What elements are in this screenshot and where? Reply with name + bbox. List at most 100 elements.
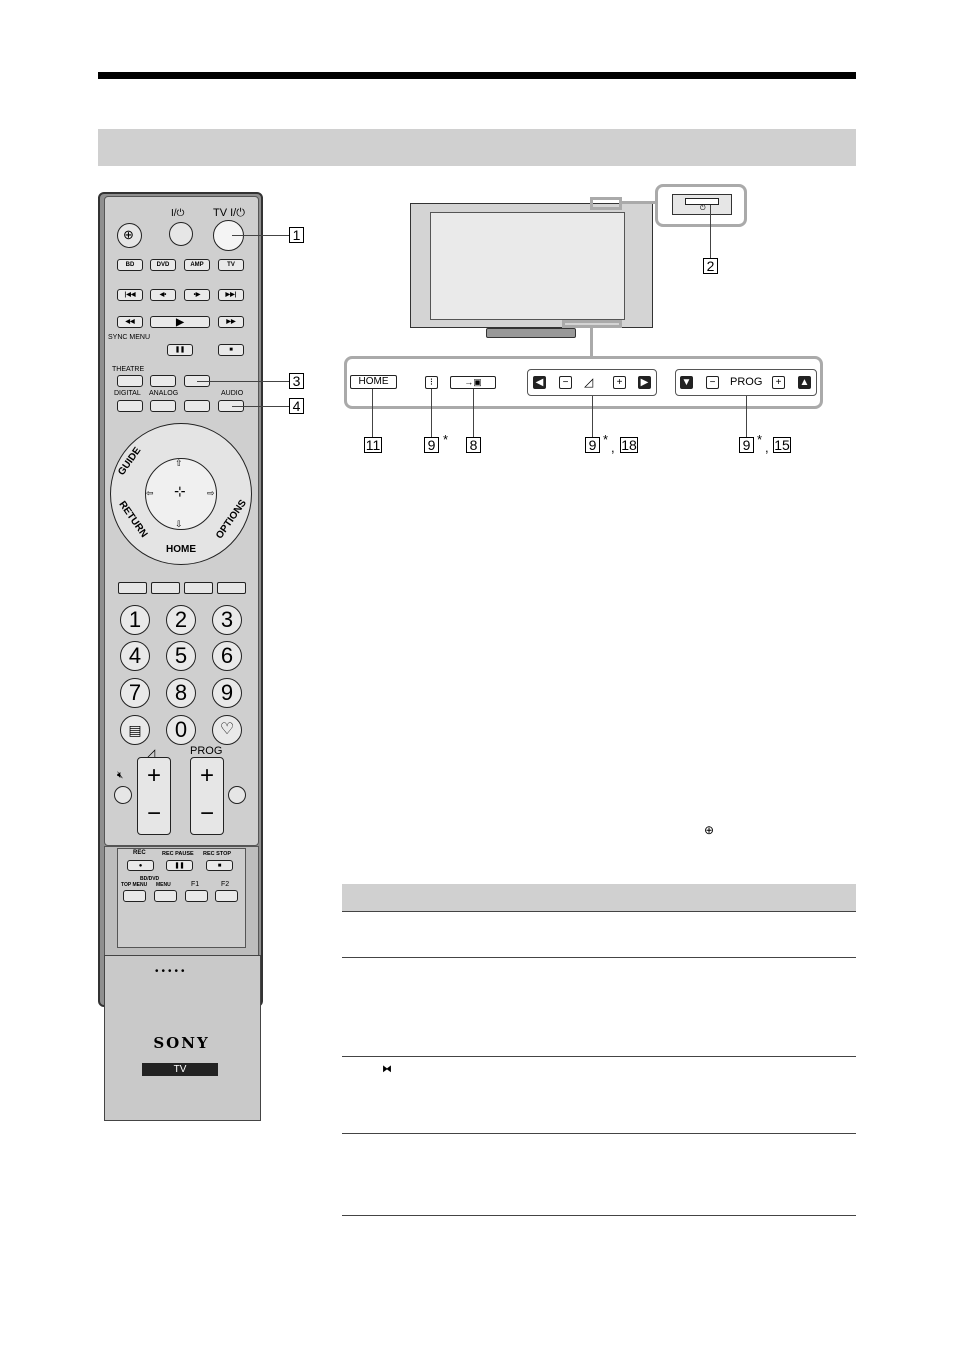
menu-button[interactable] [154,890,177,902]
pause-icon: ❚❚ [174,347,186,353]
leader-line-11 [372,389,373,437]
text-button[interactable]: ▤ [120,715,150,745]
top-menu-button[interactable] [123,890,146,902]
number-7-button[interactable]: 7 [120,678,150,708]
rewind-icon: ◀◀ [125,319,135,325]
table-header [342,884,856,911]
number-9-button[interactable]: 9 [212,678,242,708]
mute-button[interactable] [114,786,132,804]
next-chapter-button[interactable]: ▶▶| [218,289,244,301]
pause-button[interactable]: ❚❚ [167,344,193,356]
number-0-button[interactable]: 0 [166,715,196,745]
number-6-button[interactable]: 6 [212,641,242,671]
callout-4: 4 [289,398,304,414]
advance-button[interactable]: •▶ [184,289,210,301]
top-menu-label: TOP MENU [121,882,148,888]
source-tv-button[interactable]: TV [218,259,244,271]
tv-wide-button[interactable]: ⁝ [425,376,438,389]
number-4-button[interactable]: 4 [120,641,150,671]
table-row-divider [342,911,856,912]
skip-forward-icon: ▶▶| [225,292,237,298]
yellow-button[interactable] [184,582,213,594]
up-arrow-icon[interactable]: ⇧ [175,458,183,468]
sync-menu-label: SYNC MENU [108,334,151,341]
enter-button[interactable]: ⊹ [145,458,217,530]
leader-line-8 [473,389,474,437]
tv-power-label: TV I/⏻ [213,207,245,219]
rec-button[interactable]: ● [127,860,154,871]
number-5-button[interactable]: 5 [166,641,196,671]
rec-label: REC [133,850,146,856]
number-8-button[interactable]: 8 [166,678,196,708]
digital-button[interactable] [117,400,143,412]
number-3-button[interactable]: 3 [212,605,242,635]
power-button[interactable] [169,222,193,246]
replay-button[interactable]: ◀• [150,289,176,301]
f1-button[interactable] [185,890,208,902]
rec-pause-button[interactable]: ❚❚ [166,860,193,871]
tv-up-button[interactable]: ▲ [798,376,811,389]
table-row-divider [342,957,856,958]
callout-18: 18 [620,437,638,453]
pause-icon: ❚❚ [174,863,185,869]
down-arrow-icon[interactable]: ⇩ [175,519,183,529]
number-1-button[interactable]: 1 [120,605,150,635]
table-row-divider [342,1215,856,1216]
rewind-button[interactable]: ◀◀ [117,316,143,328]
fast-forward-button[interactable]: ▶▶ [218,316,244,328]
asterisk-9b: * [603,432,609,447]
stop-button[interactable]: ■ [218,344,244,356]
tv-vol-minus-button[interactable]: − [559,376,572,389]
home-button[interactable]: HOME [166,544,196,555]
play-button[interactable]: ▶ [150,316,210,328]
volume-rocker[interactable]: +− [137,757,171,835]
prog-key-group [675,369,817,396]
green-button[interactable] [151,582,180,594]
picture-mode-button[interactable] [150,375,176,387]
volume-icon: ◿ [146,746,156,760]
prev-chapter-button[interactable]: |◀◀ [117,289,143,301]
sony-logo: SONY [153,1034,210,1052]
callout-9b: 9 [585,437,600,453]
left-arrow-icon[interactable]: ⇦ [146,488,154,498]
tv-left-button[interactable]: ◀ [533,376,546,389]
number-2-button[interactable]: 2 [166,605,196,635]
f2-button[interactable] [215,890,238,902]
tv-prog-plus-button[interactable]: + [772,376,785,389]
theatre-button[interactable] [117,375,143,387]
stop-icon: ■ [217,863,222,869]
prog-label: PROG [190,745,223,757]
input-select-button[interactable]: ⊕ [117,223,142,248]
tv-power-switch[interactable] [685,198,719,205]
jump-button[interactable] [228,786,246,804]
rec-stop-button[interactable]: ■ [206,860,233,871]
source-bd-button[interactable]: BD [117,259,143,271]
rec-stop-label: REC STOP [203,851,232,857]
source-amp-button[interactable]: AMP [184,259,210,271]
bd-dvd-label: BD/DVD [140,876,160,882]
analog-label: ANALOG [149,390,179,397]
comma-9c: , [765,440,769,455]
leader-line-1 [232,235,289,236]
asterisk-9c: * [757,432,763,447]
tv-vol-plus-button[interactable]: + [613,376,626,389]
blue-button[interactable] [217,582,246,594]
remote-slide-cover[interactable] [104,955,261,1121]
source-dvd-button[interactable]: DVD [150,259,176,271]
favourites-button[interactable]: ♡ [212,715,242,745]
subtitle-button[interactable] [184,400,210,412]
tv-down-button[interactable]: ▼ [680,376,693,389]
skip-back-icon: |◀◀ [124,292,136,298]
tv-right-button[interactable]: ▶ [638,376,651,389]
record-icon: ● [138,863,143,869]
tv-input-button[interactable]: →▣ [450,376,496,389]
tv-prog-minus-button[interactable]: − [706,376,719,389]
leader-line-3 [197,381,289,382]
prog-rocker[interactable]: +− [190,757,224,835]
audio-label: AUDIO [221,390,244,397]
red-button[interactable] [118,582,147,594]
analog-button[interactable] [150,400,176,412]
tv-home-button[interactable]: HOME [350,375,397,389]
comma-9b: , [611,440,615,455]
right-arrow-icon[interactable]: ⇨ [207,488,215,498]
